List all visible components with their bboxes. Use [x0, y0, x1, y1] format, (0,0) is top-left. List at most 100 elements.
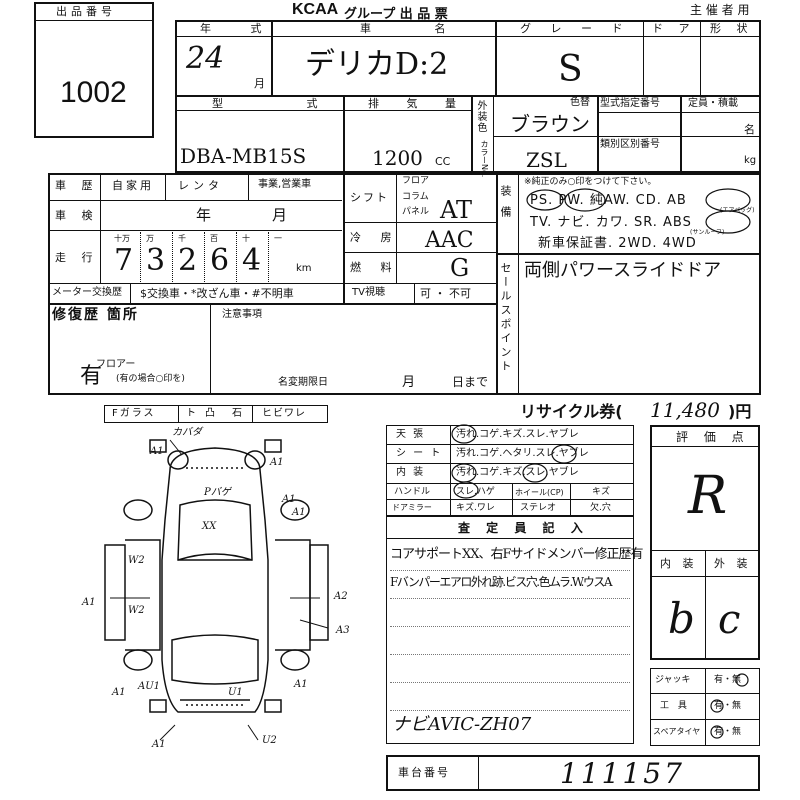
kg-unit: kg — [744, 155, 757, 166]
stereo-options: 欠.穴 — [590, 503, 611, 513]
glass-table — [104, 405, 328, 423]
glass-label: Fガラス — [112, 408, 156, 419]
inspection-label: 車 検 — [55, 209, 99, 222]
displacement-value: 1200 — [372, 146, 423, 170]
interior-table — [386, 425, 634, 516]
glass-dent: 凸 — [205, 408, 215, 419]
car-name-value: デリカD:2 — [305, 47, 449, 82]
shift-floor: フロア — [402, 176, 430, 186]
damage-mark: W2 — [128, 555, 145, 566]
recycle-value: 11,480 — [650, 398, 720, 422]
interior-row-options: 汚れ.コゲ.キズ.スレ.ヤブレ — [456, 429, 579, 440]
damage-mark: U2 — [262, 735, 277, 746]
damage-mark: A2 — [334, 591, 348, 602]
equipment-line2-sub: (サンルーフ) — [690, 229, 725, 236]
fuel-label: 燃 料 — [350, 261, 400, 274]
glass-stone: 石 — [232, 408, 242, 419]
cc-unit: CC — [435, 155, 451, 168]
brand-name: KCAA — [292, 1, 339, 18]
color-no-label: カラーNo. — [480, 140, 489, 178]
damage-mark: A3 — [336, 625, 350, 636]
recycle-label: リサイクル券( — [520, 402, 623, 421]
inspection-year-unit: 年 — [196, 206, 212, 224]
damage-mark: AU1 — [138, 681, 161, 692]
odometer-digit: 2 — [178, 243, 198, 278]
interior-grade-label: 内 装 — [660, 557, 698, 570]
mileage-label: 走 行 — [55, 251, 99, 264]
sales-point-text: 両側パワースライドドア — [524, 260, 722, 281]
history-rental: レンタ — [178, 179, 223, 192]
inspector-title: 査 定 員 記 入 — [458, 521, 589, 535]
class-label: 類別区別番号 — [600, 139, 660, 150]
odometer-digit-label: 百 — [210, 234, 218, 243]
interior-row-label: シ ー ト — [396, 448, 443, 459]
evaluation-label: 評 価 点 — [676, 430, 750, 444]
exterior-grade-value: c — [718, 597, 741, 643]
damage-mark: A1 — [82, 597, 96, 608]
wheel-options: キズ — [592, 487, 611, 497]
interior-grade-value: b — [668, 594, 695, 643]
interior-row-options: 汚れ.コゲ.ヘタリ.スレ.ヤブレ — [456, 448, 589, 459]
shift-value: AT — [440, 196, 473, 224]
deadline-month: 月 — [402, 375, 416, 390]
chassis-label: 車台番号 — [398, 766, 450, 779]
capacity-label: 定員・積載 — [688, 98, 738, 109]
odometer-digit-label: 一 — [274, 234, 282, 243]
odometer-digit: 3 — [146, 243, 166, 278]
year-value: 24 — [186, 41, 225, 76]
damage-mark: A1 — [282, 494, 296, 505]
odometer-digit-label: 千 — [178, 234, 186, 243]
grade-label: グ レ ー ド — [520, 22, 631, 35]
equipment-note: ※純正のみ○印をつけて下さい。 — [524, 177, 657, 187]
car-name-label: 車 名 — [360, 22, 476, 35]
color-no-value: ZSL — [526, 148, 567, 172]
repair-handwritten-small: フロアー — [96, 359, 136, 370]
ac-value: AAC — [425, 228, 474, 253]
odometer-digit: 4 — [242, 243, 262, 278]
color-change-label: 色替 — [570, 97, 590, 108]
displacement-label: 排 気 量 — [368, 97, 468, 110]
chassis-box — [386, 755, 760, 791]
handle-options: スレ.ハゲ — [456, 487, 495, 497]
damage-mark: XX — [202, 521, 217, 532]
year-month-unit: 月 — [254, 77, 265, 90]
meter-options: $交換車・*改ざん車・#不明車 — [140, 287, 294, 300]
damage-mark: A1 — [150, 446, 164, 457]
tools-has: 有・無 — [714, 701, 742, 711]
history-label: 車 歴 — [55, 179, 99, 192]
history-private: 自家用 — [112, 179, 154, 192]
shift-column: コラム — [402, 192, 429, 202]
history-table — [48, 173, 761, 395]
recycle-unit: )円 — [728, 402, 752, 421]
equipment-line2: TV. ナビ. カワ. SR. ABS — [530, 215, 692, 230]
organizer-label: 主 催 者 用 — [690, 3, 750, 17]
mirror-options: キズ.ワレ — [456, 503, 495, 513]
glass-to: ト — [186, 408, 196, 419]
stereo-label: ステレオ — [520, 503, 557, 513]
damage-mark: W2 — [128, 605, 145, 616]
fuel-value: G — [450, 254, 470, 282]
damage-mark: A1 — [270, 457, 284, 468]
lot-number: 1002 — [60, 76, 127, 109]
repair-handwritten: 有 — [80, 364, 103, 389]
odometer-digit-label: 万 — [146, 234, 154, 243]
shape-label: 形 状 — [710, 22, 754, 35]
damage-mark: A1 — [112, 687, 126, 698]
equipment-circles — [526, 188, 751, 234]
inspector-line1: コアサポートXX、右Fサイドメンバー修正歴有 — [390, 547, 644, 562]
shift-panel: パネル — [402, 207, 430, 217]
chassis-value: 111157 — [560, 757, 685, 790]
mirror-label: ドアミラー — [392, 503, 432, 512]
lot-label: 出品番号 — [56, 5, 116, 18]
wheel-label: ホイール(CP) — [515, 488, 564, 497]
deadline-label: 名変期限日 — [278, 377, 328, 388]
tv-label: TV視聴 — [352, 287, 385, 298]
door-label: ド ア — [652, 22, 696, 35]
sheet-title: グループ 出 品 票 — [344, 7, 448, 22]
sales-point-label: セールスポイント — [499, 262, 512, 374]
exterior-color-label: 外装色 — [475, 100, 486, 133]
shift-label: シフト — [350, 191, 389, 204]
tv-value: 可 ・ 不可 — [420, 287, 471, 300]
repair-label: 修復歴 箇所 — [52, 307, 139, 323]
